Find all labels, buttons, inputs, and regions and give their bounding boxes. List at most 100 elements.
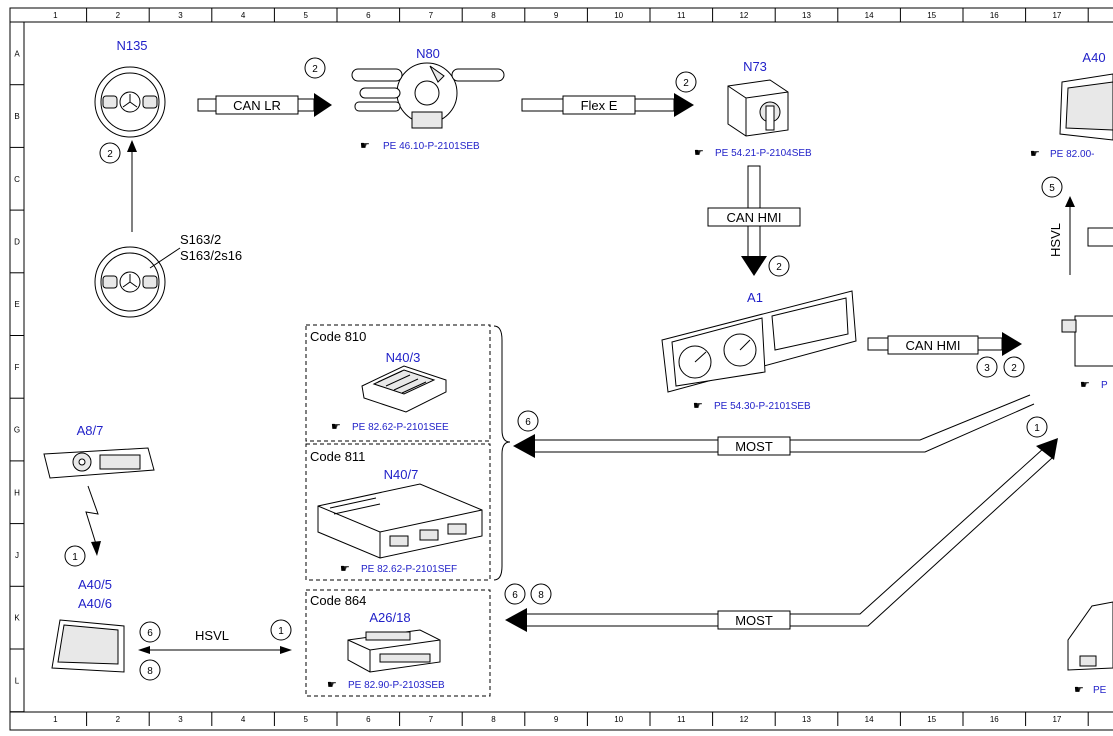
hsvl-bottom-arrow: HSVL xyxy=(138,628,292,654)
svg-text:2: 2 xyxy=(107,149,113,160)
column-number: 5 xyxy=(303,11,308,20)
column-number: 12 xyxy=(739,11,748,20)
marker-a40-5: 5 xyxy=(1041,176,1063,198)
marker-can-hmi-down: 2 xyxy=(768,255,790,277)
most-lower-label: MOST xyxy=(735,613,773,628)
hsvl-right-label: HSVL xyxy=(1048,223,1063,257)
column-number: 13 xyxy=(802,715,811,724)
marker-n80-in: 2 xyxy=(304,57,326,79)
s163-label-line2: S163/2s16 xyxy=(180,248,242,263)
column-number: 8 xyxy=(491,715,496,724)
column-number: 1 xyxy=(53,715,58,724)
column-number: 1 xyxy=(53,11,58,20)
can-hmi-right-arrow: CAN HMI xyxy=(867,332,1022,356)
right-edge-component-f: ☛ P xyxy=(1061,315,1113,391)
column-number: 2 xyxy=(116,11,121,20)
column-number: 14 xyxy=(865,11,874,20)
marker-hsvl-6: 6 xyxy=(139,621,161,643)
column-number: 4 xyxy=(241,11,246,20)
most-upper-arrow: MOST xyxy=(513,394,1035,458)
column-number: 10 xyxy=(614,11,623,20)
column-number: 2 xyxy=(116,715,121,724)
n73-label: N73 xyxy=(743,59,767,74)
n73-ref: PE 54.21-P-2104SEB xyxy=(715,148,812,159)
marker-most-right-1: 1 xyxy=(1026,416,1048,438)
pointing-hand-icon: ☛ xyxy=(1080,379,1090,391)
column-number: 14 xyxy=(865,715,874,724)
right-edge-component-l: ☛ PE xyxy=(1067,601,1113,696)
a26-18-ref: PE 82.90-P-2103SEB xyxy=(348,680,445,691)
pointing-hand-icon: ☛ xyxy=(1030,148,1040,160)
can-lr-label: CAN LR xyxy=(233,98,281,113)
n80-label: N80 xyxy=(416,46,440,61)
column-number: 15 xyxy=(927,11,936,20)
column-number: 10 xyxy=(614,715,623,724)
pointing-hand-icon: ☛ xyxy=(360,140,370,152)
row-letter: H xyxy=(14,488,20,497)
row-letter: A xyxy=(14,49,20,58)
flex-e-label: Flex E xyxy=(581,98,618,113)
display-icon xyxy=(1059,73,1113,141)
column-number: 4 xyxy=(241,715,246,724)
ignition-lock-icon xyxy=(727,79,789,137)
svg-text:2: 2 xyxy=(312,64,318,75)
column-number: 13 xyxy=(802,11,811,20)
n40-7-ref: PE 82.62-P-2101SEF xyxy=(361,564,457,575)
steering-wheel-icon xyxy=(94,66,166,138)
column-number: 17 xyxy=(1052,715,1061,724)
pointing-hand-icon: ☛ xyxy=(327,679,337,691)
pointing-hand-icon: ☛ xyxy=(340,563,350,575)
svg-text:1: 1 xyxy=(72,552,78,563)
can-lr-arrow: CAN LR xyxy=(197,93,332,117)
row-letter: E xyxy=(14,300,19,309)
marker-most-lower-8: 8 xyxy=(530,583,552,605)
row-letter: L xyxy=(15,676,20,685)
svg-text:1: 1 xyxy=(1034,423,1040,434)
code-811-block: Code 811 N40/7 ☛ PE 82.62-P-2101SEF xyxy=(305,443,491,581)
n40-7-label: N40/7 xyxy=(384,467,419,482)
hsvl-right-arrow: HSVL xyxy=(1048,196,1113,275)
column-number: 3 xyxy=(178,715,183,724)
column-number: 17 xyxy=(1052,11,1061,20)
a8-7-component: A8/7 xyxy=(43,423,155,556)
most-upper-label: MOST xyxy=(735,439,773,454)
column-number: 6 xyxy=(366,11,371,20)
code-810-label: Code 810 xyxy=(310,329,366,344)
n135-label: N135 xyxy=(116,38,147,53)
a40-5-label: A40/5 xyxy=(78,577,112,592)
n80-component: N80 ☛ PE 46.10-P-2101SEB xyxy=(351,46,505,152)
column-number: 12 xyxy=(739,715,748,724)
row-letter: G xyxy=(14,426,20,435)
a40-label: A40 xyxy=(1082,50,1105,65)
svg-text:2: 2 xyxy=(683,78,689,89)
hsvl-bottom-label: HSVL xyxy=(195,628,229,643)
s163-component: S163/2 S163/2s16 xyxy=(94,232,242,318)
drive-unit-icon xyxy=(347,629,441,673)
svg-text:6: 6 xyxy=(525,417,531,428)
code-864-label: Code 864 xyxy=(310,593,366,608)
n80-ref: PE 46.10-P-2101SEB xyxy=(383,141,480,152)
column-number: 16 xyxy=(990,11,999,20)
code-group-brace xyxy=(493,325,511,581)
a26-18-label: A26/18 xyxy=(369,610,410,625)
grid-frame xyxy=(9,7,1113,731)
steering-column-module-icon xyxy=(351,62,505,129)
a1-component: A1 ☛ PE 54.30-P-2101SEB xyxy=(661,290,857,412)
svg-text:3: 3 xyxy=(984,363,990,374)
column-number: 6 xyxy=(366,715,371,724)
column-number: 5 xyxy=(303,715,308,724)
row-letter: K xyxy=(14,614,20,623)
marker-most-lower-6: 6 xyxy=(504,583,526,605)
module-icon xyxy=(361,365,447,413)
arrow-s163-to-n135 xyxy=(127,140,137,232)
column-number: 16 xyxy=(990,715,999,724)
column-number: 15 xyxy=(927,715,936,724)
svg-text:2: 2 xyxy=(1011,363,1017,374)
marker-n73-in: 2 xyxy=(675,71,697,93)
svg-text:6: 6 xyxy=(512,590,518,601)
a1-label: A1 xyxy=(747,290,763,305)
marker-hsvl-1: 1 xyxy=(270,619,292,641)
